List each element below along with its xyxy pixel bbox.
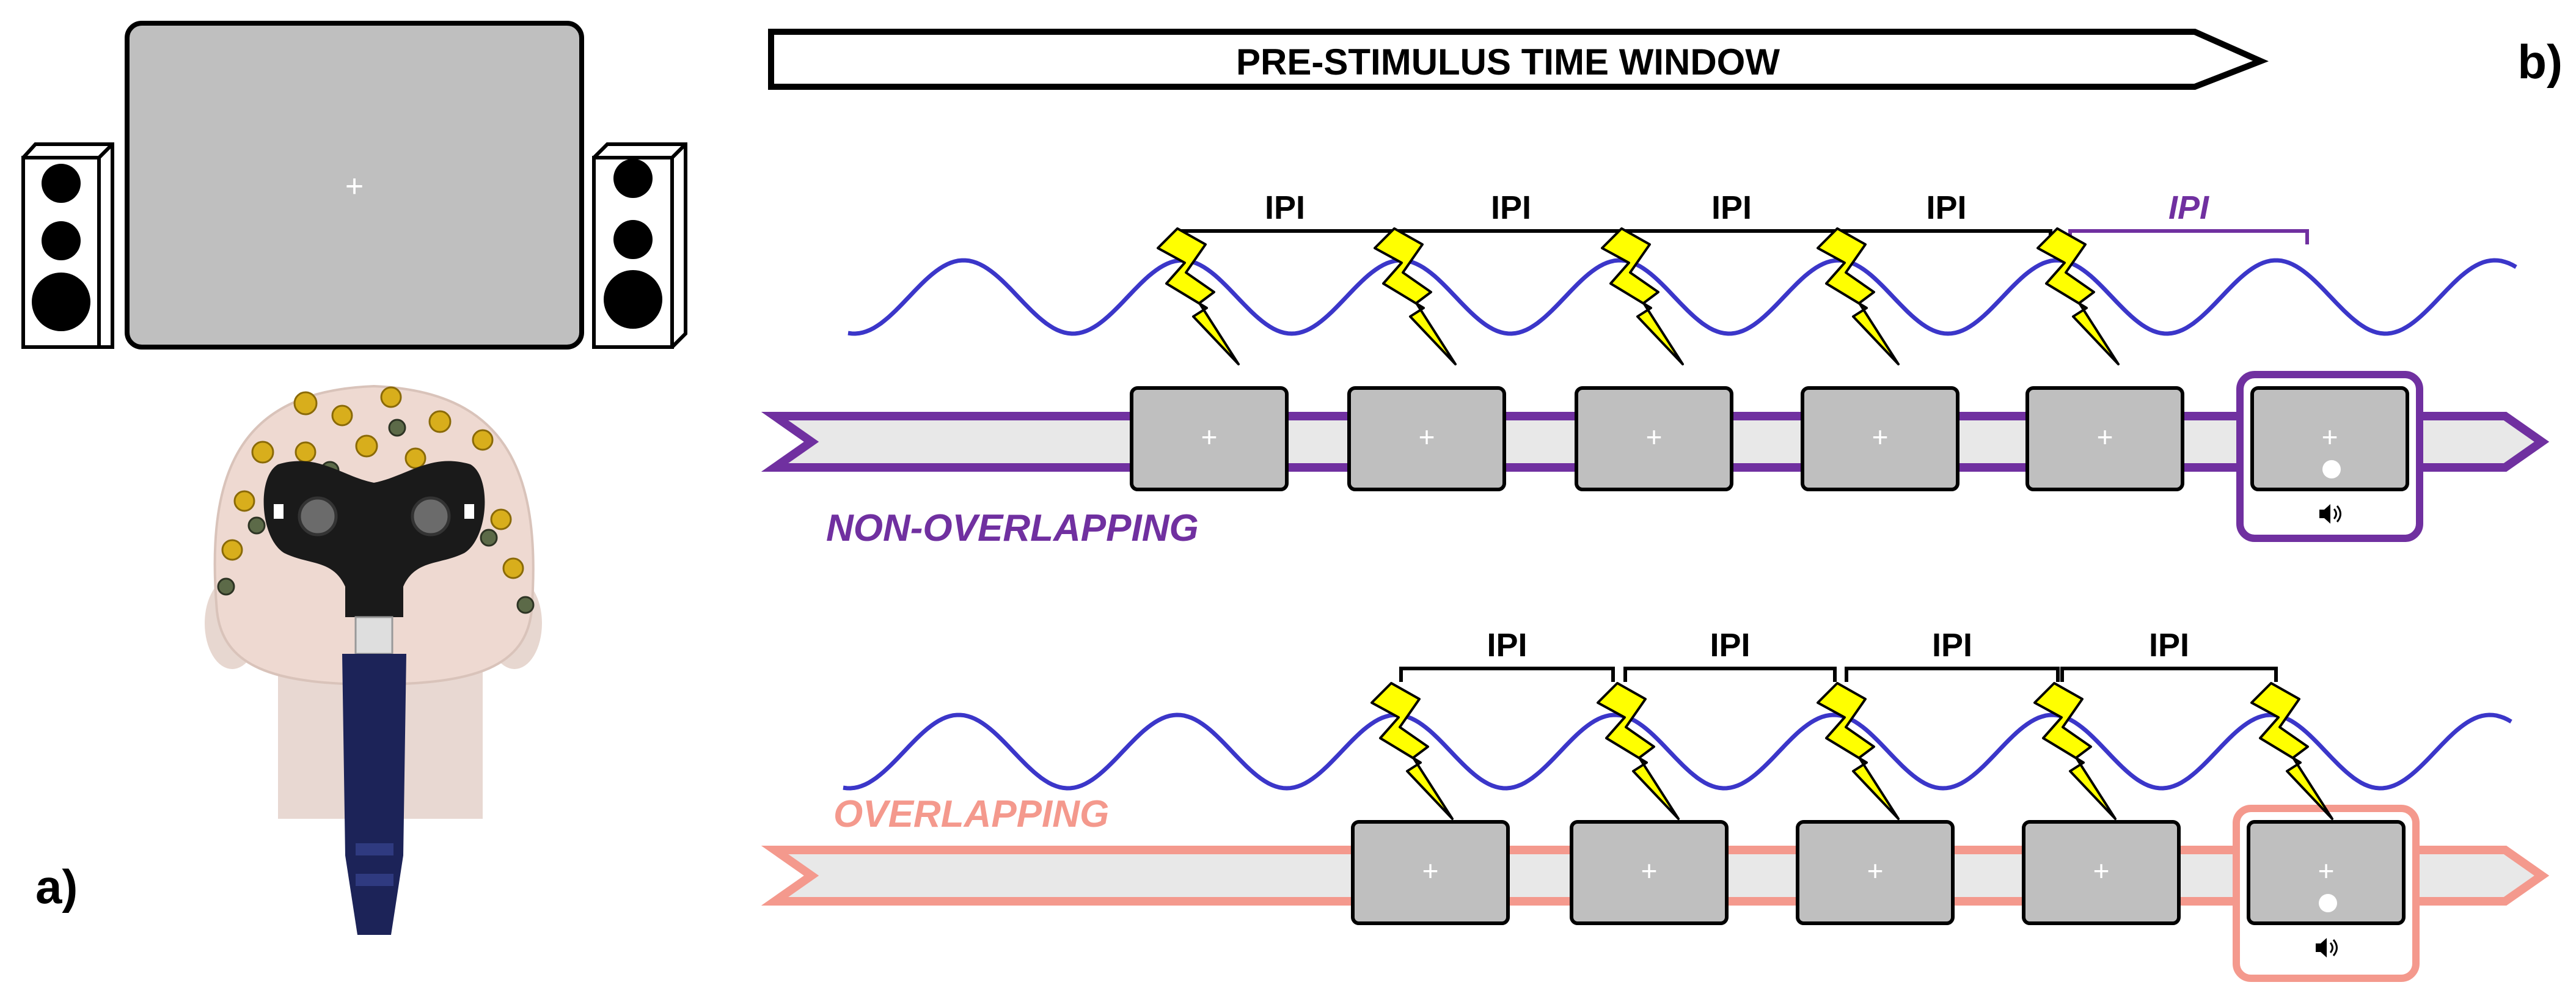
tms-pulse-icon — [2033, 682, 2117, 820]
fixation-cross: + — [1419, 421, 1435, 453]
tms-pulse-icon — [1374, 227, 1457, 365]
fixation-cross: + — [2097, 421, 2113, 453]
panel-label-a: a) — [35, 860, 78, 914]
ipi-label: IPI — [2149, 627, 2189, 664]
condition-label: NON-OVERLAPPING — [826, 507, 1199, 549]
tms-pulse-icon — [1370, 682, 1454, 820]
ipi-label: IPI — [1265, 189, 1305, 226]
speaker-icon — [2316, 938, 2327, 958]
tms-pulse-icon — [1817, 682, 1900, 820]
tms-pulse-icon — [2036, 227, 2120, 365]
right-speaker — [592, 142, 687, 349]
screen-frame — [1801, 386, 1959, 491]
speaker-driver — [613, 159, 653, 198]
screen-frame — [1351, 820, 1510, 925]
fixation-cross: + — [2322, 421, 2338, 453]
monitor — [125, 21, 584, 350]
tms-pulse-icon — [1817, 227, 1900, 365]
condition-overlapping: IPI IPI IPI IPI + + + + + OVERLAPPING — [761, 627, 2550, 982]
ipi-bracket — [1397, 229, 1625, 244]
screen-frame — [1130, 386, 1289, 491]
pre-stimulus-window-label: PRE-STIMULUS TIME WINDOW — [1236, 42, 1780, 82]
screen-frame — [1575, 386, 1733, 491]
fixation-cross: + — [1641, 855, 1658, 887]
ipi-bracket — [1840, 229, 2052, 244]
tms-pulse-icon — [1597, 682, 1680, 820]
ipi-bracket — [2068, 229, 2309, 244]
target-dot — [2319, 894, 2337, 912]
speaker-driver — [42, 164, 81, 203]
fixation-cross: + — [1646, 421, 1663, 453]
screen-frame — [2025, 386, 2184, 491]
pre-stimulus-window-arrow: PRE-STIMULUS TIME WINDOW — [768, 29, 2269, 90]
speaker-woofer — [604, 270, 662, 329]
speaker-driver — [613, 220, 653, 259]
fixation-cross: + — [2093, 855, 2110, 887]
fixation-cross: + — [1867, 855, 1884, 887]
ipi-label: IPI — [1711, 189, 1752, 226]
speaker-woofer — [32, 273, 90, 331]
ipi-label: IPI — [2168, 189, 2209, 226]
ipi-bracket — [1177, 229, 1392, 244]
speaker-icon — [2333, 505, 2341, 522]
ipi-bracket — [1623, 229, 1840, 244]
fixation-cross: + — [1422, 855, 1439, 887]
oscillation-wave — [847, 258, 2517, 336]
ipi-bracket — [1623, 667, 1837, 682]
screen-frame — [2022, 820, 2181, 925]
ipi-bracket — [2060, 667, 2278, 682]
screen-frame — [1796, 820, 1955, 925]
ipi-label: IPI — [1491, 189, 1531, 226]
oscillation-wave — [843, 712, 2512, 791]
ipi-label: IPI — [1487, 627, 1527, 664]
setup-illustration: + — [21, 21, 687, 935]
fixation-cross: + — [1201, 421, 1218, 453]
panel-label-b: b) — [2517, 35, 2563, 89]
fixation-cross: + — [1872, 421, 1889, 453]
target-dot — [2322, 460, 2341, 478]
screen-frame — [1347, 386, 1506, 491]
left-speaker — [21, 142, 114, 349]
tms-pulse-icon — [2250, 682, 2333, 820]
eeg-head-model — [205, 384, 542, 935]
tms-pulse-icon — [1601, 227, 1684, 365]
ipi-label: IPI — [1926, 189, 1966, 226]
screen-frame — [2250, 386, 2409, 491]
ipi-bracket — [1845, 667, 2060, 682]
fixation-cross: + — [2318, 855, 2335, 887]
condition-label: OVERLAPPING — [833, 793, 1109, 835]
ipi-label: IPI — [1932, 627, 1972, 664]
ipi-label: IPI — [1710, 627, 1750, 664]
ipi-bracket — [1399, 667, 1615, 682]
speaker-driver — [42, 221, 81, 260]
screen-frame — [1570, 820, 1729, 925]
tms-pulse-icon — [1157, 227, 1240, 365]
speaker-icon — [2329, 939, 2338, 956]
condition-non-overlapping: IPI IPI IPI IPI IPI + + + + + + NON-OVERLAPPING — [761, 189, 2550, 549]
monitor-fixation-cross: + — [345, 169, 364, 204]
speaker-icon — [2319, 504, 2330, 524]
screen-frame — [2247, 820, 2406, 925]
